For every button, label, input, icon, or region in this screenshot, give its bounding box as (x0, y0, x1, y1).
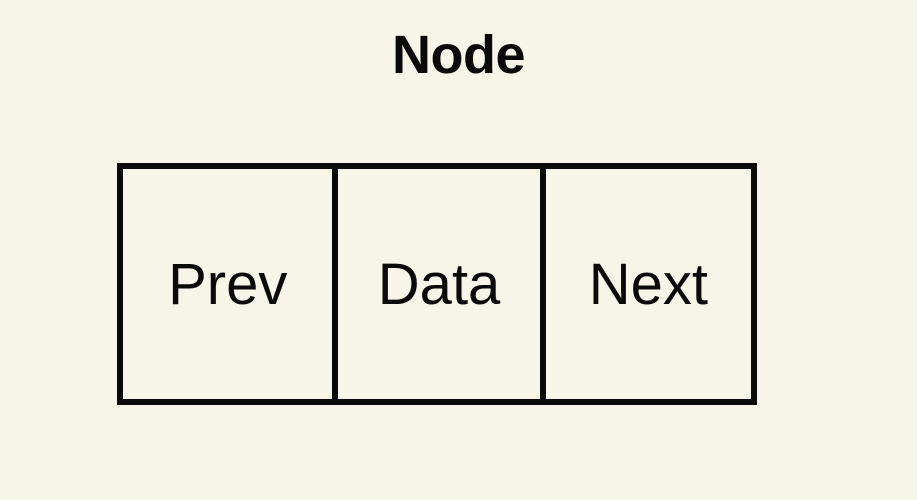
node-cell-prev-label: Prev (168, 251, 288, 317)
diagram-title: Node (392, 25, 526, 85)
node-box: Prev Data Next (117, 163, 757, 405)
node-cell-next: Next (539, 169, 751, 399)
node-cell-next-label: Next (588, 251, 708, 317)
node-cell-prev: Prev (123, 169, 332, 399)
node-cell-data: Data (332, 169, 539, 399)
node-cell-data-label: Data (377, 251, 501, 317)
